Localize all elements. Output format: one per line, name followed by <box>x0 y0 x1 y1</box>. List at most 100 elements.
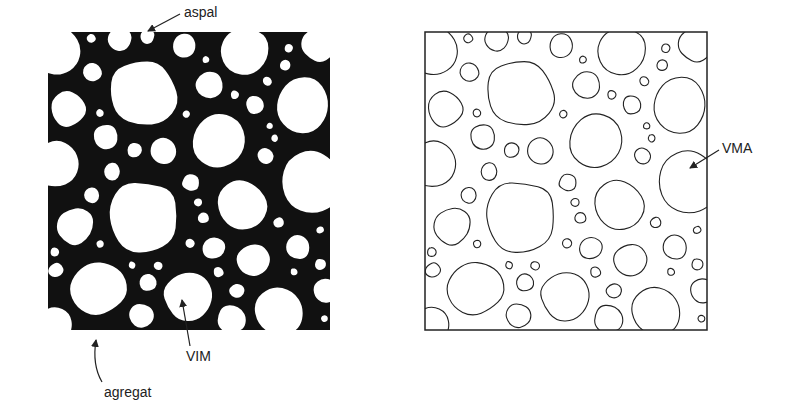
aggregate <box>315 259 326 270</box>
aggregate <box>316 226 324 233</box>
aggregate-outline <box>461 187 476 203</box>
aggregate-outline <box>471 125 495 149</box>
aggregate-outline <box>657 60 667 71</box>
part-label: agregat <box>104 384 151 401</box>
aggregate <box>273 217 284 227</box>
aggregate <box>263 77 272 86</box>
aggregate-outline <box>518 32 532 44</box>
aggregate <box>48 263 63 277</box>
aggregate-outline <box>481 163 497 181</box>
aggregate <box>214 267 224 277</box>
aggregate <box>231 91 239 100</box>
aggregate-outline <box>428 91 463 127</box>
aggregate <box>291 268 298 275</box>
aggregate <box>221 32 269 75</box>
aggregate-outline <box>598 32 646 75</box>
aggregate <box>229 284 244 298</box>
leader-line <box>95 340 102 382</box>
part-label: VIM <box>186 348 211 365</box>
aggregate <box>96 109 103 117</box>
aggregate-outline <box>506 304 531 328</box>
aggregate <box>286 235 309 259</box>
aggregate-outline <box>668 268 675 275</box>
aggregate-outline <box>506 262 513 269</box>
aggregate-outline <box>428 248 437 257</box>
aggregate <box>127 143 141 157</box>
aggregate <box>87 34 96 43</box>
aggregate <box>185 239 194 248</box>
aggregate <box>110 183 177 252</box>
aggregate-outline <box>464 34 473 43</box>
aggregate-outline <box>614 245 647 276</box>
aggregate <box>203 56 210 63</box>
aggregate <box>84 187 99 203</box>
aggregate-outline <box>517 274 534 291</box>
part-label: VMA <box>722 140 752 157</box>
aggregate-outline <box>473 109 480 117</box>
aggregate-outline <box>580 56 587 63</box>
aggregate <box>129 304 154 328</box>
aggregate-outline <box>485 32 509 51</box>
aggregate-outline <box>640 77 649 86</box>
aggregate <box>218 180 268 229</box>
aggregate-outline <box>559 174 576 190</box>
aggregate <box>266 123 272 129</box>
aggregate <box>246 96 263 114</box>
aggregate <box>164 273 212 321</box>
aggregate <box>48 141 79 187</box>
aggregate-outline <box>425 32 457 75</box>
aggregate-outline <box>541 273 589 321</box>
aggregate <box>258 148 274 164</box>
aggregate <box>271 135 278 142</box>
aggregate <box>198 213 209 223</box>
aggregate-outline <box>635 148 651 164</box>
aggregate-outline <box>650 217 661 227</box>
aggregate <box>277 77 328 133</box>
aggregate-outlined <box>425 32 707 330</box>
aggregate-outline <box>662 44 670 53</box>
aggregate <box>237 245 270 276</box>
leader-line <box>148 14 180 31</box>
aggregate <box>108 32 132 51</box>
aggregate <box>173 34 195 58</box>
aggregate-outline <box>460 63 479 81</box>
aggregate-outline <box>504 143 518 157</box>
aggregate-outline <box>580 238 603 259</box>
aggregate <box>57 208 93 245</box>
aggregate <box>48 307 72 330</box>
aggregate-outline <box>648 135 655 142</box>
aggregate-filled <box>48 32 330 330</box>
aggregate <box>70 263 127 315</box>
aggregate <box>151 138 177 164</box>
aggregate <box>196 72 223 98</box>
aggregate <box>301 32 330 62</box>
aggregate-outline <box>425 307 449 330</box>
vma-square <box>425 32 707 330</box>
aggregate-outline <box>575 213 586 223</box>
aggregate-outline <box>528 138 554 164</box>
aggregate-outline <box>447 263 504 315</box>
aggregate <box>129 262 136 269</box>
aggregate-outline <box>487 183 554 252</box>
aggregate-outline <box>531 262 540 270</box>
aggregate-outline <box>550 34 572 58</box>
aggregate <box>285 44 293 53</box>
aggregate-outline <box>562 239 571 248</box>
aggregate-outline <box>643 123 649 129</box>
aggregate-outline <box>606 284 621 298</box>
leader-line <box>182 300 190 346</box>
aggregate <box>203 238 226 259</box>
aggregate <box>255 287 303 330</box>
aggregate-outline <box>570 114 622 168</box>
aggregate-outline <box>473 240 480 247</box>
aggregate <box>321 315 328 322</box>
aggregate <box>182 174 199 190</box>
aggregate <box>48 32 80 75</box>
aggregate-outline <box>488 62 555 125</box>
aggregate <box>51 248 60 257</box>
aggregate-outline <box>595 305 623 330</box>
aggregate-outline <box>571 198 579 206</box>
aggregate-outline <box>560 110 567 117</box>
